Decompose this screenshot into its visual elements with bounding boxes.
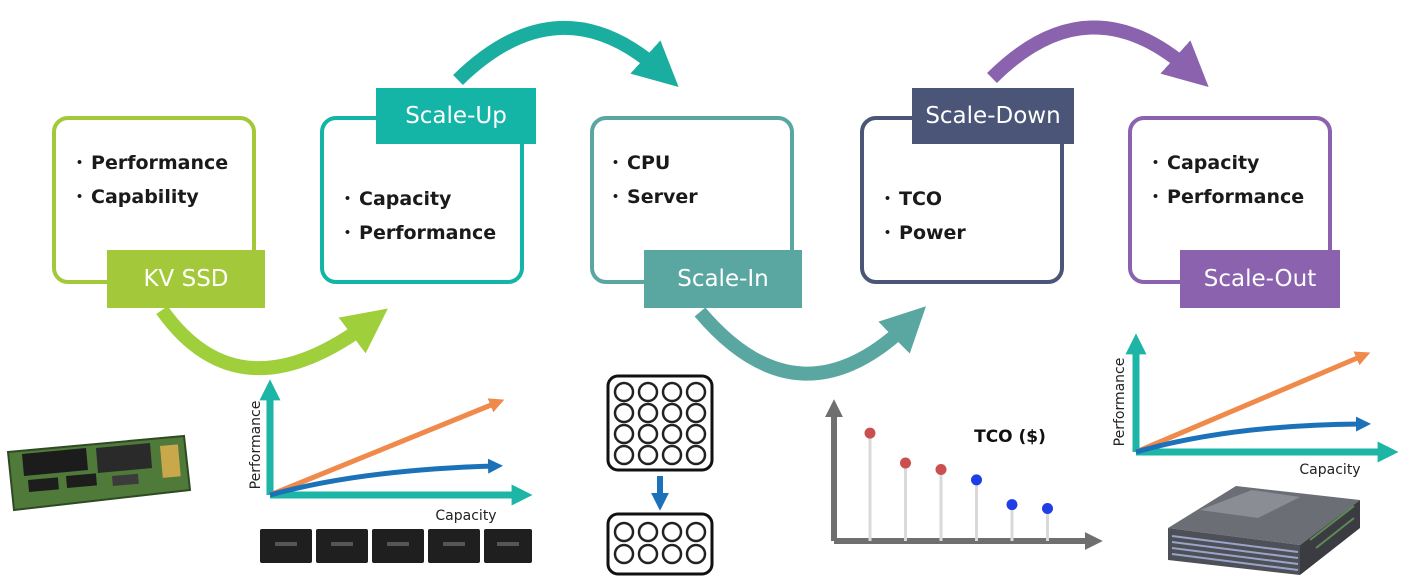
cpu-ring (661, 381, 683, 403)
cpu-ring (613, 543, 635, 565)
orange-line (269, 398, 505, 498)
cpu-ring (637, 381, 659, 403)
arrow-in-to-down (694, 306, 926, 381)
scale-out-badge: Scale-Out (1180, 250, 1340, 308)
cpu-ring (685, 402, 707, 424)
scale-out-ylabel: Performance (1112, 358, 1128, 447)
kv-ssd-bullets: Performance Capability (70, 146, 228, 214)
scale-in-badge: Scale-In (644, 250, 802, 308)
cpu-ring (637, 402, 659, 424)
tco-point (1042, 503, 1053, 514)
cpu-ring (637, 444, 659, 466)
m2-ssd-image (6, 434, 192, 512)
tco-point (1006, 499, 1018, 511)
arrow-kv-to-up (156, 305, 388, 376)
cpu-ring (613, 423, 635, 445)
cpu-ring (613, 444, 635, 466)
bullet-item: Performance (338, 216, 496, 250)
cpu-ring (661, 444, 683, 466)
scale-up-badge: Scale-Up (376, 88, 536, 144)
scale-up-bullets: Capacity Performance (338, 182, 496, 250)
scale-up-xlabel: Capacity (435, 508, 496, 524)
bullet-item: Capacity (1146, 146, 1304, 180)
scale-up-chart: Performance Capacity (248, 379, 533, 524)
cpu-grid-small-icon (606, 512, 714, 576)
bullet-item: Performance (70, 146, 228, 180)
cpu-ring (613, 381, 635, 403)
scale-in-bullets: CPU Server (606, 146, 698, 214)
cpu-ring (685, 543, 707, 565)
scale-out-xlabel: Capacity (1299, 462, 1360, 478)
bullet-item: Performance (1146, 180, 1304, 214)
cpu-ring (637, 423, 659, 445)
cpu-ring (685, 381, 707, 403)
bullet-item: Power (878, 216, 966, 250)
cpu-ring (685, 444, 707, 466)
tco-chart: TCO ($) (825, 399, 1103, 550)
cpu-ring (637, 521, 659, 543)
cpu-ring (661, 543, 683, 565)
bullet-item: TCO (878, 182, 966, 216)
bullet-item: Capability (70, 180, 228, 214)
scale-out-chart: Performance Capacity (1112, 333, 1399, 478)
blue-curve (269, 458, 503, 498)
kv-ssd-badge: KV SSD (107, 250, 265, 308)
cpu-ring (613, 402, 635, 424)
cpu-grid-large-icon (606, 374, 714, 472)
ssd-drives-image (260, 529, 532, 563)
server-rack-image (1168, 486, 1360, 575)
bullet-item: CPU (606, 146, 698, 180)
cpu-ring (661, 402, 683, 424)
tco-point (971, 474, 982, 486)
cpu-ring (685, 521, 707, 543)
scale-up-ylabel: Performance (248, 401, 264, 490)
tco-point (864, 427, 876, 439)
cpu-ring (613, 521, 635, 543)
scale-down-bullets: TCO Power (878, 182, 966, 250)
bullet-item: Server (606, 180, 698, 214)
cpu-ring (661, 423, 683, 445)
cpu-ring (637, 543, 659, 565)
scale-out-bullets: Capacity Performance (1146, 146, 1304, 214)
tco-point (935, 464, 947, 475)
cpu-ring (661, 521, 683, 543)
arrow-up-to-in (453, 21, 679, 87)
tco-point (900, 457, 911, 469)
tco-label: TCO ($) (974, 427, 1046, 447)
cpu-ring (685, 423, 707, 445)
scale-down-badge: Scale-Down (912, 88, 1074, 144)
arrow-down-to-out (987, 20, 1209, 87)
bullet-item: Capacity (338, 182, 496, 216)
